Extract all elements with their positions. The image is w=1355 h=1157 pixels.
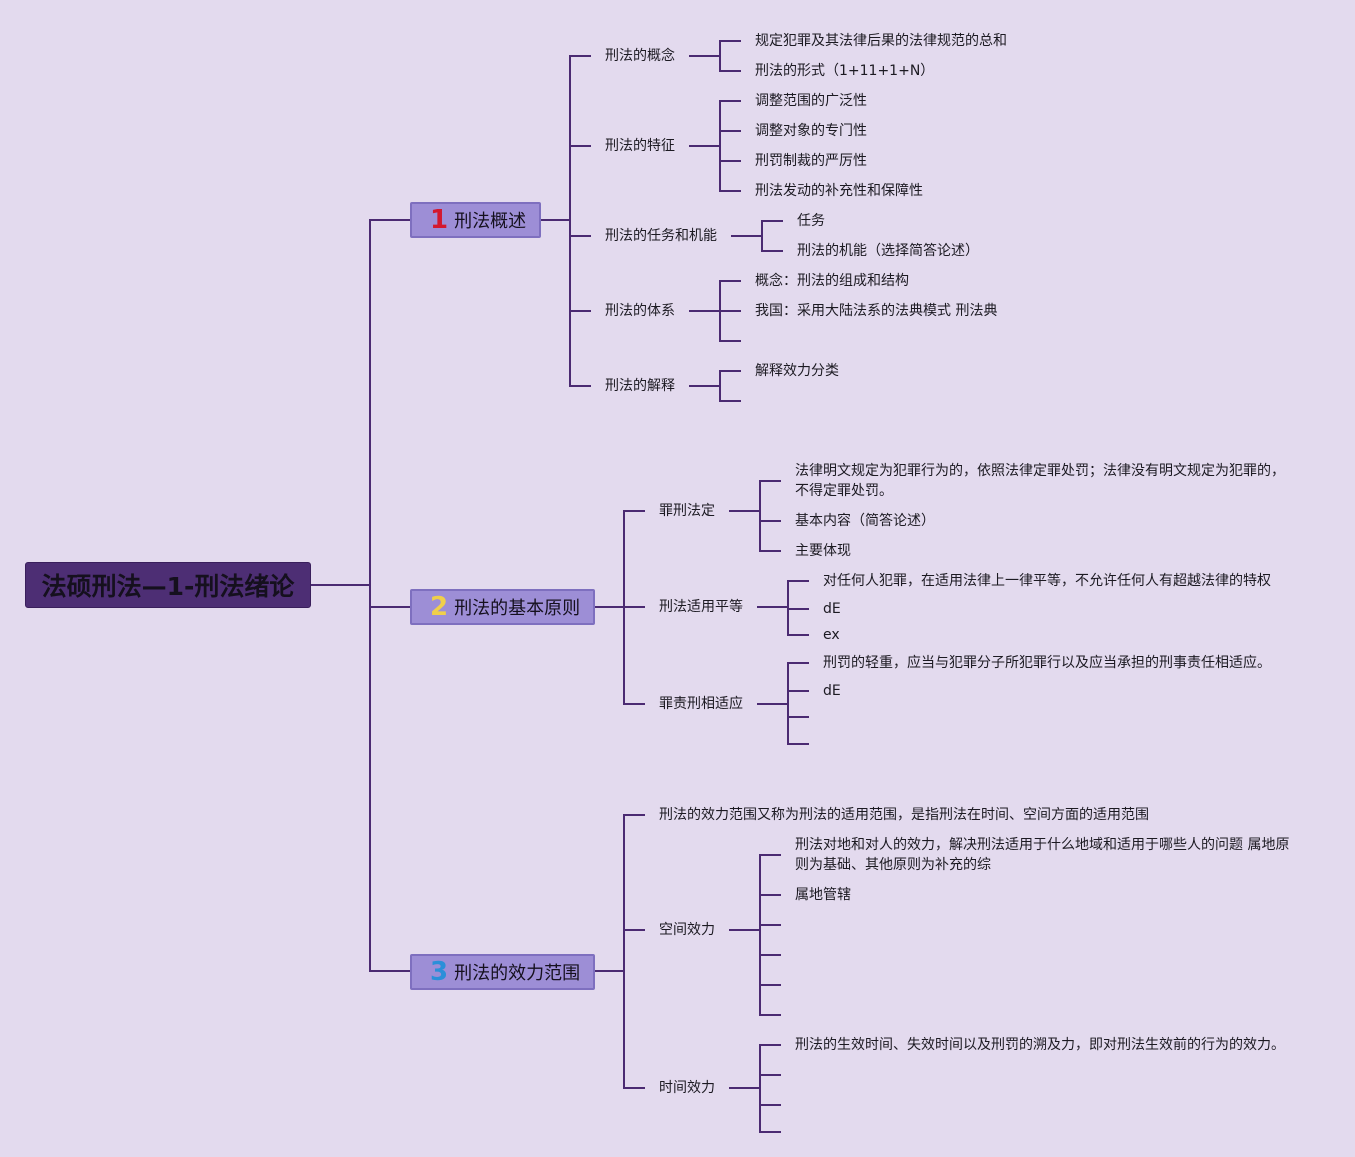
leaf-text[interactable]: ex xyxy=(823,627,840,643)
subtopic-proportionality[interactable]: 罪责刑相适应 xyxy=(659,696,743,712)
leaf-text[interactable]: 规定犯罪及其法律后果的法律规范的总和 xyxy=(755,33,1007,49)
leaf-text[interactable]: 刑法的机能（选择简答论述） xyxy=(797,243,979,259)
leaf-text[interactable]: 任务 xyxy=(797,213,825,229)
leaf-text[interactable]: 刑法对地和对人的效力，解决刑法适用于什么地域和适用于哪些人的问题 属地原 xyxy=(795,837,1290,853)
branch-label: 刑法概述 xyxy=(454,211,527,232)
number-3-icon: 3 xyxy=(430,957,449,987)
leaf-text[interactable]: 刑罚制裁的严厉性 xyxy=(755,153,867,169)
leaf-text[interactable]: 调整对象的专门性 xyxy=(755,123,867,139)
subtopic-system[interactable]: 刑法的体系 xyxy=(605,303,675,319)
branch-label: 刑法的效力范围 xyxy=(454,963,581,984)
subtopic-interpretation[interactable]: 刑法的解释 xyxy=(605,378,675,394)
leaf-text[interactable]: dE xyxy=(823,601,841,617)
branch-2[interactable]: 2 刑法的基本原则 xyxy=(410,589,595,625)
leaf-text[interactable]: 基本内容（简答论述） xyxy=(795,513,935,529)
branch-1[interactable]: 1 刑法概述 xyxy=(410,202,541,238)
leaf-text[interactable]: 刑法发动的补充性和保障性 xyxy=(755,183,923,199)
leaf-text[interactable]: dE xyxy=(823,683,841,699)
number-2-icon: 2 xyxy=(430,592,449,622)
subtopic-temporal-effect[interactable]: 时间效力 xyxy=(659,1080,715,1096)
leaf-text[interactable]: 则为基础、其他原则为补充的综 xyxy=(795,857,991,873)
subtopic-spatial-effect[interactable]: 空间效力 xyxy=(659,922,715,938)
leaf-text[interactable]: 调整范围的广泛性 xyxy=(755,93,867,109)
subtopic-tasks-functions[interactable]: 刑法的任务和机能 xyxy=(605,228,717,244)
subtopic-equality[interactable]: 刑法适用平等 xyxy=(659,599,743,615)
leaf-text[interactable]: 我国：采用大陆法系的法典模式 刑法典 xyxy=(755,303,998,319)
subtopic-scope-definition[interactable]: 刑法的效力范围又称为刑法的适用范围，是指刑法在时间、空间方面的适用范围 xyxy=(659,807,1149,823)
leaf-text[interactable]: 主要体现 xyxy=(795,543,851,559)
number-1-icon: 1 xyxy=(430,205,449,235)
leaf-text[interactable]: 对任何人犯罪，在适用法律上一律平等，不允许任何人有超越法律的特权 xyxy=(823,573,1271,589)
leaf-text[interactable]: 不得定罪处罚。 xyxy=(795,483,893,499)
leaf-text[interactable]: 刑法的生效时间、失效时间以及刑罚的溯及力，即对刑法生效前的行为的效力。 xyxy=(795,1037,1285,1053)
leaf-text[interactable]: 刑法的形式（1+11+1+N） xyxy=(755,63,935,79)
leaf-text[interactable]: 概念：刑法的组成和结构 xyxy=(755,273,909,289)
branch-label: 刑法的基本原则 xyxy=(454,598,581,619)
leaf-text[interactable]: 刑罚的轻重，应当与犯罪分子所犯罪行以及应当承担的刑事责任相适应。 xyxy=(823,655,1271,671)
subtopic-concept[interactable]: 刑法的概念 xyxy=(605,48,675,64)
subtopic-legality[interactable]: 罪刑法定 xyxy=(659,503,715,519)
leaf-text[interactable]: 属地管辖 xyxy=(795,887,851,903)
leaf-text[interactable]: 解释效力分类 xyxy=(755,363,839,379)
root-title: 法硕刑法—1-刑法绪论 xyxy=(41,572,295,601)
branch-3[interactable]: 3 刑法的效力范围 xyxy=(410,954,595,990)
root-topic[interactable]: 法硕刑法—1-刑法绪论 xyxy=(25,562,311,608)
leaf-text[interactable]: 法律明文规定为犯罪行为的，依照法律定罪处罚；法律没有明文规定为犯罪的， xyxy=(795,463,1285,479)
subtopic-features[interactable]: 刑法的特征 xyxy=(605,138,675,154)
